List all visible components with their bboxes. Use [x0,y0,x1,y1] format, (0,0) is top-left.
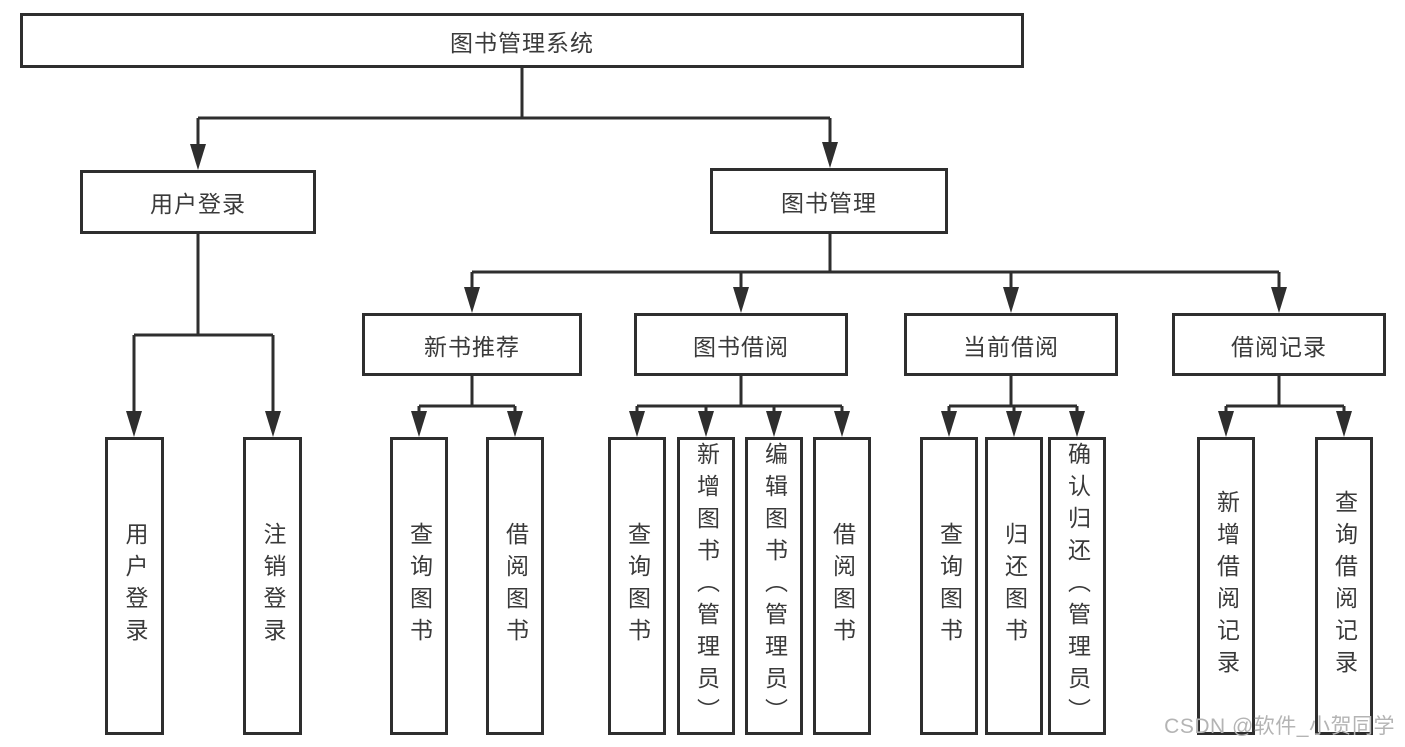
node-leaf-query-books: 查询图书 [920,437,978,735]
node-leaf-logout: 注销登录 [243,437,302,735]
node-new-book-recommendation: 新书推荐 [362,313,582,376]
node-borrowing-records: 借阅记录 [1172,313,1386,376]
node-book-borrowing: 图书借阅 [634,313,848,376]
node-book-management: 图书管理 [710,168,948,234]
node-leaf-user-login: 用户登录 [105,437,164,735]
node-leaf-confirm-return-admin: 确认归还（管理员） [1048,437,1106,735]
node-label: 用户登录 [122,522,148,650]
node-leaf-add-borrow-record: 新增借阅记录 [1197,437,1255,735]
node-leaf-query-books: 查询图书 [390,437,448,735]
node-current-borrowing: 当前借阅 [904,313,1118,376]
node-leaf-borrow-books: 借阅图书 [486,437,544,735]
node-leaf-borrow-books: 借阅图书 [813,437,871,735]
node-label: 当前借阅 [963,333,1059,360]
node-leaf-edit-books-admin: 编辑图书（管理员） [745,437,803,735]
node-label: 新增借阅记录 [1213,490,1240,682]
node-label: 查询图书 [624,522,651,650]
node-user-login: 用户登录 [80,170,316,234]
node-label: 用户登录 [150,191,246,217]
node-label: 新增图书（管理员） [693,442,720,730]
node-label: 查询借阅记录 [1331,490,1358,682]
node-leaf-query-borrow-record: 查询借阅记录 [1315,437,1373,735]
csdn-watermark: CSDN @软件_小贺同学 [1164,715,1395,738]
node-label: 注销登录 [260,522,286,650]
node-label: 借阅图书 [502,522,529,650]
node-label: 编辑图书（管理员） [761,442,788,730]
arrow-heads [126,142,1352,437]
node-label: 图书管理系统 [450,29,594,56]
node-label: 图书管理 [781,190,877,216]
node-leaf-query-books: 查询图书 [608,437,666,735]
node-label: 归还图书 [1001,522,1028,650]
node-leaf-add-books-admin: 新增图书（管理员） [677,437,735,735]
node-label: 确认归还（管理员） [1064,442,1091,730]
node-label: 借阅图书 [829,522,856,650]
node-label: 新书推荐 [424,333,520,360]
node-label: 借阅记录 [1231,333,1327,360]
node-label: 图书借阅 [693,333,789,360]
node-label: 查询图书 [406,522,433,650]
node-leaf-return-books: 归还图书 [985,437,1043,735]
node-library-management-system: 图书管理系统 [20,13,1024,68]
node-label: 查询图书 [936,522,963,650]
